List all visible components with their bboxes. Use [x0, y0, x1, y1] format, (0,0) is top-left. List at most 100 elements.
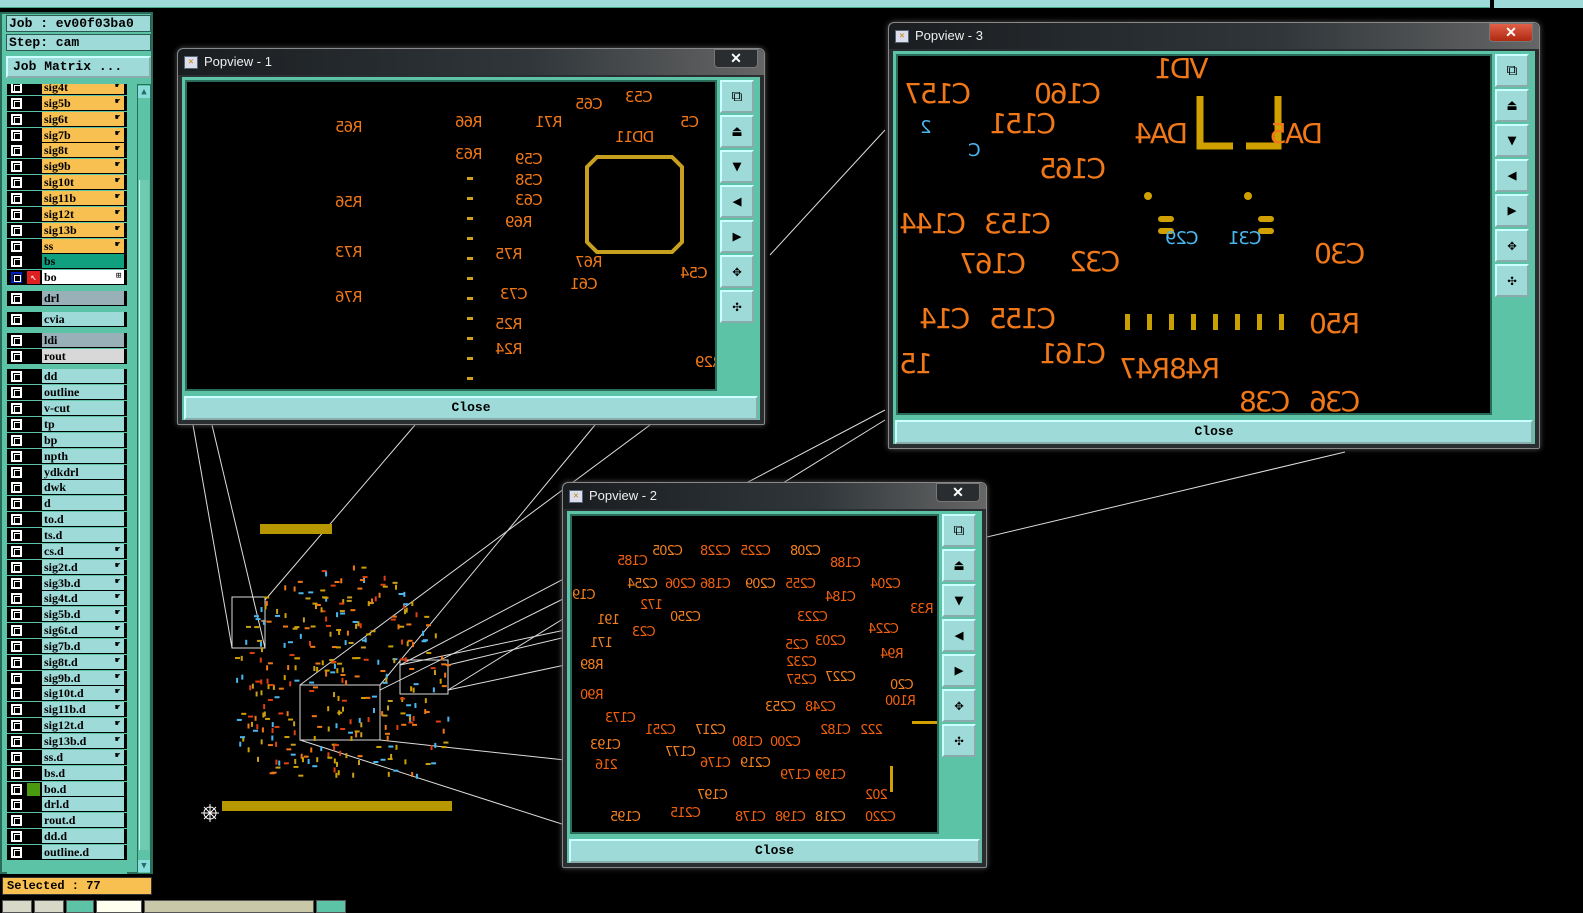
- layer-checkbox[interactable]: [11, 529, 22, 541]
- layer-name[interactable]: sig9b: [42, 159, 124, 174]
- pan-up-icon[interactable]: ⏏: [942, 549, 976, 582]
- layer-row-sig11b[interactable]: sig11b☛: [7, 190, 127, 206]
- layer-checkbox[interactable]: [11, 192, 22, 204]
- layer-name[interactable]: sig9b.d: [42, 670, 124, 685]
- scroll-down-arrow-icon[interactable]: ▼: [138, 860, 150, 872]
- layer-name[interactable]: sig13b.d: [42, 734, 124, 748]
- layer-name[interactable]: sig11b: [42, 190, 124, 205]
- layer-name[interactable]: tp: [42, 417, 124, 431]
- restore-window-icon[interactable]: ⧉: [942, 514, 976, 547]
- layer-name[interactable]: sig7b: [42, 127, 124, 142]
- layer-row-sig12t[interactable]: sig12t☛: [7, 206, 127, 222]
- layer-name[interactable]: ss.d: [42, 749, 124, 764]
- layer-row-sig10t.d[interactable]: sig10t.d☛: [7, 686, 127, 702]
- layer-checkbox[interactable]: [11, 334, 22, 346]
- layer-checkbox[interactable]: [11, 482, 22, 494]
- layer-name[interactable]: to.d: [42, 512, 124, 527]
- layer-row-drl.d[interactable]: drl.d: [7, 797, 127, 813]
- title-bar[interactable]: ✕ Popview - 3 ✕: [889, 23, 1539, 49]
- layer-row-ldi[interactable]: ldi: [7, 332, 127, 348]
- close-window-icon[interactable]: ✕: [714, 49, 758, 68]
- layer-checkbox[interactable]: [11, 783, 22, 795]
- layer-name[interactable]: drl: [42, 291, 124, 306]
- layer-name[interactable]: bs.d: [42, 765, 124, 780]
- pan-right-icon[interactable]: ▶: [720, 220, 754, 253]
- layer-row-tp[interactable]: tp: [7, 417, 127, 432]
- layer-row-d[interactable]: d: [7, 496, 127, 512]
- layer-checkbox[interactable]: [11, 313, 22, 325]
- layer-checkbox[interactable]: [11, 450, 22, 462]
- pan-right-icon[interactable]: ▶: [942, 654, 976, 687]
- layer-checkbox[interactable]: [11, 293, 22, 305]
- layer-checkbox[interactable]: [11, 577, 22, 589]
- layer-row-npth[interactable]: npth: [7, 448, 127, 464]
- pan-left-icon[interactable]: ◀: [720, 185, 754, 218]
- layer-name[interactable]: sig6t.d: [42, 623, 124, 638]
- pan-left-icon[interactable]: ◀: [1495, 159, 1529, 192]
- layer-row-sig4t.d[interactable]: sig4t.d☛: [7, 591, 127, 607]
- title-bar[interactable]: ✕ Popview - 2 ✕: [563, 483, 986, 509]
- layer-checkbox[interactable]: [11, 609, 22, 621]
- layer-name[interactable]: dwk: [42, 480, 124, 495]
- layer-checkbox[interactable]: [11, 113, 22, 125]
- layer-name[interactable]: outline.d: [42, 844, 124, 859]
- layer-name[interactable]: sig11b.d: [42, 702, 124, 717]
- layer-row-sig8t[interactable]: sig8t☛: [7, 143, 127, 159]
- layer-checkbox[interactable]: [11, 434, 22, 446]
- layer-checkbox[interactable]: [11, 129, 22, 141]
- layer-name[interactable]: bs: [42, 254, 124, 269]
- layer-name[interactable]: cs.d: [42, 543, 124, 558]
- job-matrix-button[interactable]: Job Matrix ...: [6, 56, 151, 78]
- pan-up-icon[interactable]: ⏏: [1495, 89, 1529, 122]
- layer-checkbox[interactable]: [11, 208, 22, 220]
- title-bar[interactable]: ✕ Popview - 1 ✕: [178, 49, 764, 75]
- zoom-out-icon[interactable]: ✣: [720, 290, 754, 323]
- layer-name[interactable]: bo.d: [42, 781, 124, 796]
- layer-checkbox[interactable]: [11, 720, 22, 732]
- layer-row-sig6t[interactable]: sig6t☛: [7, 111, 127, 127]
- layer-name[interactable]: rout: [42, 348, 124, 363]
- layer-checkbox[interactable]: [11, 514, 22, 526]
- layer-row-bo[interactable]: ↖bo⊞: [7, 270, 127, 286]
- layer-row-outline[interactable]: outline: [7, 385, 127, 401]
- layer-row-sig13b[interactable]: sig13b☛: [7, 222, 127, 238]
- layer-row-sig8t.d[interactable]: sig8t.d☛: [7, 654, 127, 670]
- layer-checkbox[interactable]: [11, 831, 22, 843]
- zoom-in-icon[interactable]: ✥: [942, 689, 976, 722]
- pan-down-icon[interactable]: ▼: [942, 584, 976, 617]
- layer-name[interactable]: d: [42, 496, 124, 511]
- layer-checkbox[interactable]: [11, 751, 22, 763]
- pan-right-icon[interactable]: ▶: [1495, 194, 1529, 227]
- layer-name[interactable]: sig10t.d: [42, 686, 124, 701]
- zoom-in-icon[interactable]: ✥: [720, 255, 754, 288]
- layer-row-sig5b.d[interactable]: sig5b.d☛: [7, 607, 127, 623]
- layer-row-sig7b[interactable]: sig7b☛: [7, 127, 127, 143]
- bottom-tab[interactable]: [96, 900, 142, 913]
- pan-down-icon[interactable]: ▼: [720, 150, 754, 183]
- zoom-out-icon[interactable]: ✣: [1495, 264, 1529, 297]
- layer-checkbox[interactable]: [11, 97, 22, 109]
- layer-name[interactable]: drl.d: [42, 797, 124, 812]
- layer-checkbox[interactable]: [11, 403, 22, 415]
- pan-up-icon[interactable]: ⏏: [720, 115, 754, 148]
- layer-row-sig3b.d[interactable]: sig3b.d☛: [7, 575, 127, 591]
- restore-window-icon[interactable]: ⧉: [720, 80, 754, 113]
- layer-name[interactable]: dd: [42, 369, 124, 384]
- layer-row-outline.d[interactable]: outline.d: [7, 844, 127, 860]
- layer-checkbox[interactable]: [11, 387, 22, 399]
- layer-checkbox[interactable]: [11, 350, 22, 362]
- layer-name[interactable]: sig13b: [42, 222, 124, 237]
- layer-list-scrollbar[interactable]: ▲ ▼: [137, 84, 151, 874]
- layer-row-sig7b.d[interactable]: sig7b.d☛: [7, 638, 127, 654]
- layer-row-cvia[interactable]: cvia: [7, 311, 127, 327]
- layer-name[interactable]: sig3b.d: [42, 575, 124, 590]
- layer-name[interactable]: sig10t: [42, 175, 124, 190]
- layer-row-sig6t.d[interactable]: sig6t.d☛: [7, 623, 127, 639]
- layer-row-rout[interactable]: rout: [7, 348, 127, 364]
- layer-name[interactable]: ydkdrl: [42, 464, 124, 479]
